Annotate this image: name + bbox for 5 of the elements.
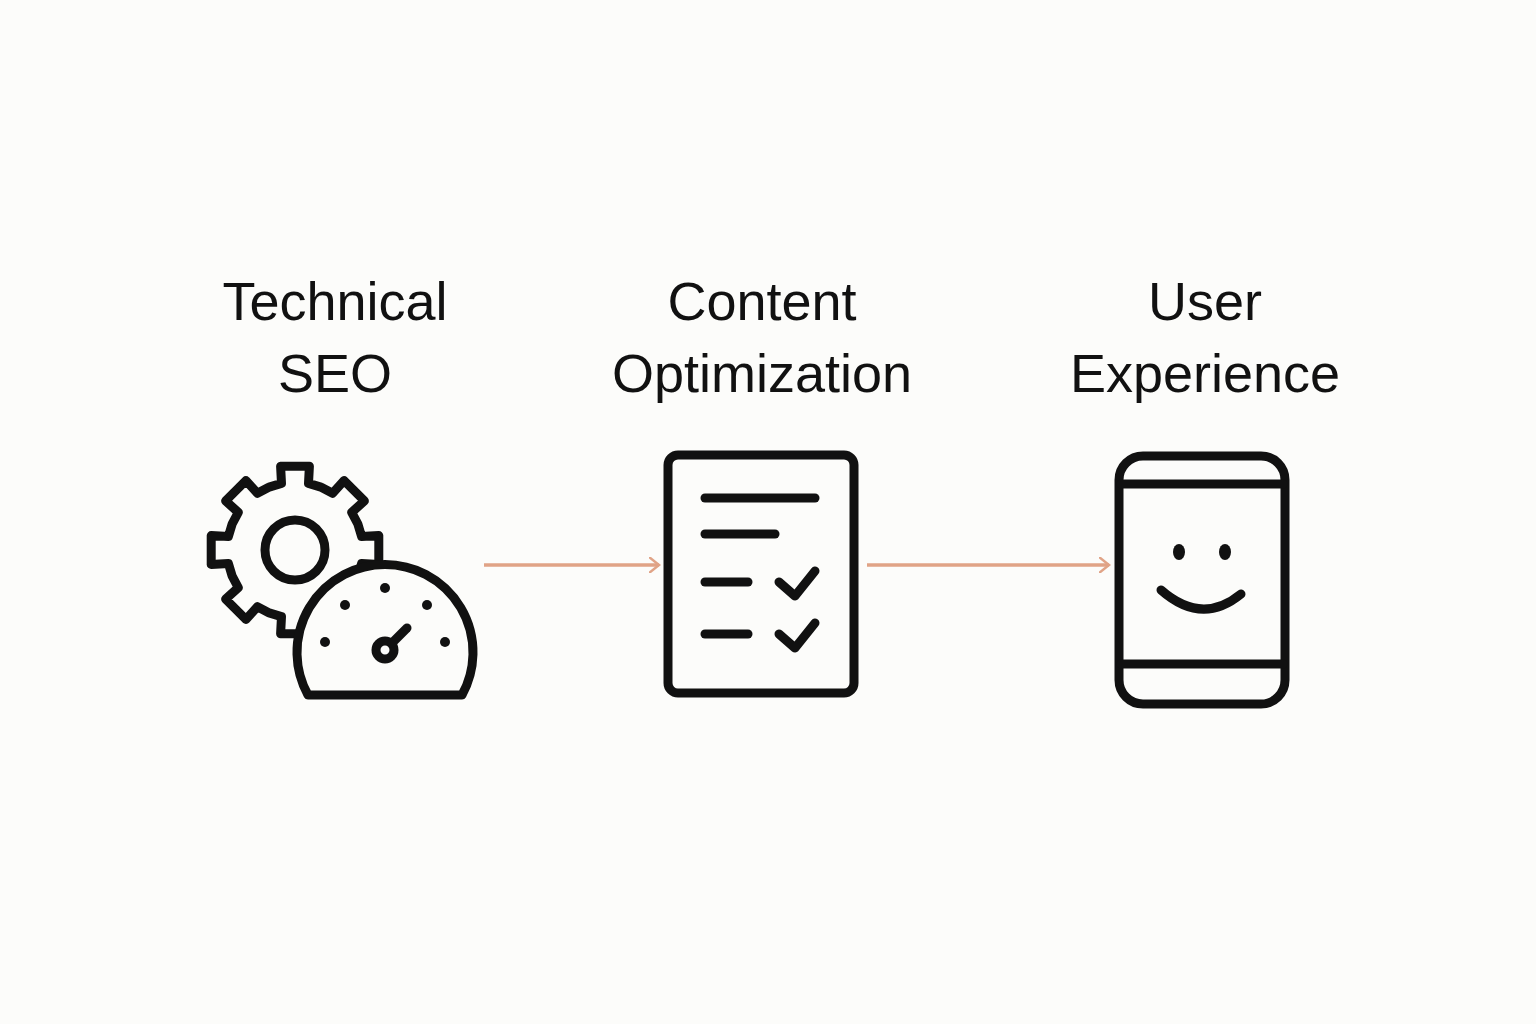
- arrow: [484, 555, 661, 575]
- step-heading: Content Optimization: [610, 270, 914, 405]
- step-heading: User Experience: [1068, 270, 1342, 405]
- step-heading: Technical SEO: [221, 270, 449, 405]
- arrow: [867, 555, 1111, 575]
